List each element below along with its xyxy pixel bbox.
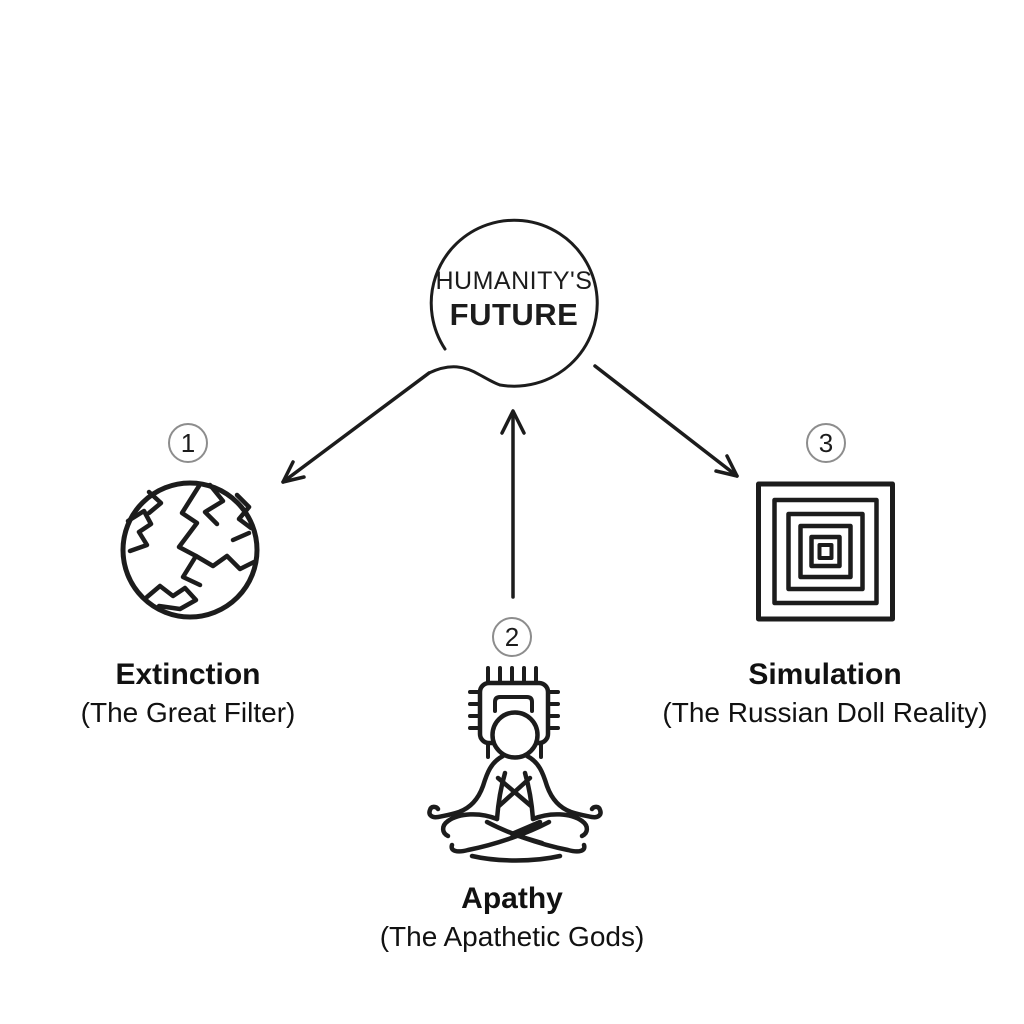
- apathy-label: Apathy: [461, 882, 563, 915]
- extinction-label: Extinction: [115, 658, 261, 691]
- hub-label: HUMANITY'S FUTURE: [394, 266, 634, 332]
- apathy-sublabel: (The Apathetic Gods): [379, 921, 645, 952]
- chip-meditation-icon: [427, 666, 603, 863]
- cracked-earth-icon: [120, 480, 260, 620]
- arrow-to-extinction: [281, 371, 431, 484]
- extinction-sublabel: (The Great Filter): [80, 697, 296, 728]
- arrow-apathy-up: [500, 409, 526, 599]
- node-apathy: Apathy (The Apathetic Gods): [337, 880, 687, 956]
- badge-apathy: 2: [492, 617, 532, 657]
- hub-bubble: [427, 218, 599, 388]
- node-simulation: Simulation (The Russian Doll Reality): [630, 656, 1020, 732]
- badge-extinction: 1: [168, 423, 208, 463]
- simulation-label: Simulation: [748, 658, 902, 691]
- node-extinction: Extinction (The Great Filter): [13, 656, 363, 732]
- nested-squares-icon: [756, 481, 895, 622]
- simulation-sublabel: (The Russian Doll Reality): [662, 697, 988, 728]
- hub-title-line2: FUTURE: [449, 297, 579, 332]
- hub-title-line1: HUMANITY'S: [435, 267, 593, 295]
- arrow-to-simulation: [593, 364, 739, 478]
- badge-simulation: 3: [806, 423, 846, 463]
